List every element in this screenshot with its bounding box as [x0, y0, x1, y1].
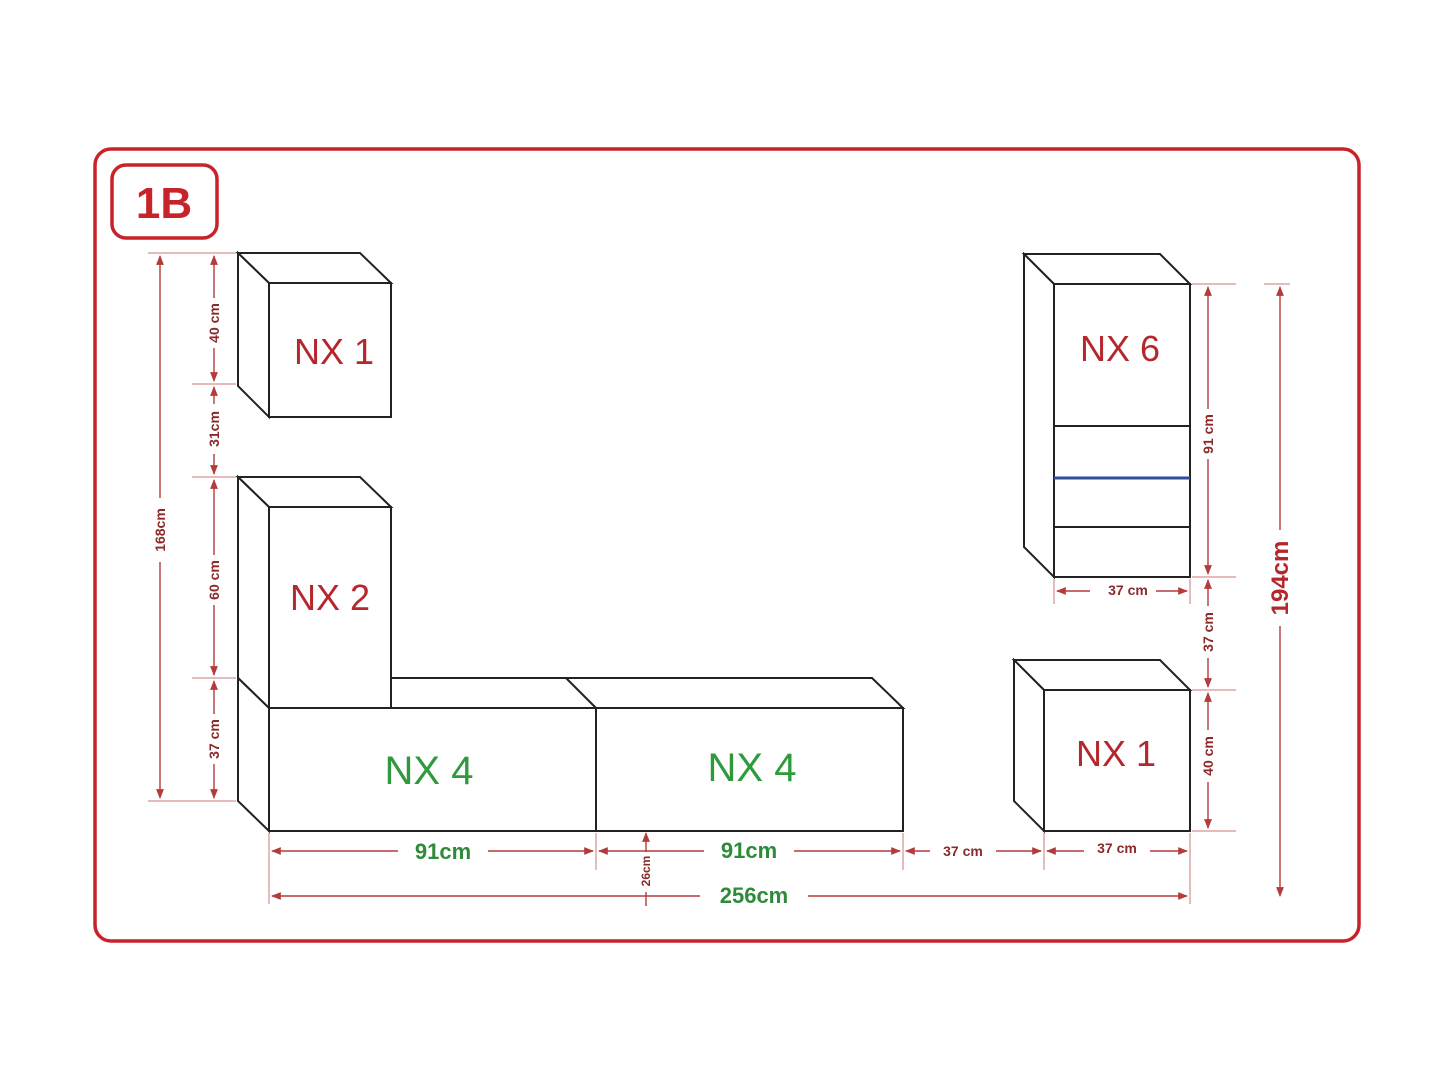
- cabinet-nx6: NX 6: [1021, 251, 1193, 580]
- dim-nx4-left-width: 91cm: [415, 839, 471, 864]
- dim-nx1-height: 40 cm: [206, 303, 222, 343]
- dim-left-total: 168cm: [152, 508, 168, 552]
- dim-gap-right-37: 37 cm: [1200, 612, 1216, 652]
- left-dimensions: 168cm 40 cm 31cm 60 cm 37 cm: [148, 252, 236, 802]
- dim-gap-37: 37 cm: [943, 843, 983, 859]
- dim-nx2-height: 60 cm: [206, 560, 222, 600]
- cabinet-nx1-right: NX 1: [1011, 657, 1193, 834]
- outer-frame: [93, 147, 1361, 943]
- label-nx1-top: NX 1: [294, 331, 374, 372]
- label-nx4-left: NX 4: [385, 749, 474, 793]
- dim-gap-31: 31cm: [206, 411, 222, 447]
- cabinet-nx4-pair: NX 4 NX 4: [237, 675, 906, 834]
- dim-nx1-right-width: 37 cm: [1097, 840, 1137, 856]
- layout-badge: 1B: [110, 163, 219, 240]
- right-dimensions: 91 cm 37 cm 40 cm 194cm: [1192, 283, 1294, 897]
- dim-nx4-height: 37 cm: [206, 719, 222, 759]
- dim-nx4-right-width: 91cm: [721, 838, 777, 863]
- label-nx4-right: NX 4: [708, 746, 797, 790]
- dim-nx6-height: 91 cm: [1200, 414, 1216, 454]
- label-nx6: NX 6: [1080, 328, 1160, 369]
- label-nx1-right: NX 1: [1076, 733, 1156, 774]
- dim-right-total: 194cm: [1267, 541, 1294, 616]
- label-nx2: NX 2: [290, 577, 370, 618]
- cabinet-nx1-top: NX 1: [235, 250, 394, 420]
- cabinet-nx2: NX 2: [235, 474, 394, 711]
- dim-depth: 26cm: [639, 856, 653, 887]
- dim-total-width: 256cm: [720, 883, 789, 908]
- nx6-width-dimension: 37 cm: [1053, 579, 1191, 604]
- badge-label: 1B: [136, 179, 192, 228]
- bottom-dimensions: 91cm 91cm 37 cm 37 cm 26cm 256cm: [268, 832, 1191, 910]
- dim-nx1-right-height: 40 cm: [1200, 736, 1216, 776]
- dim-nx6-width: 37 cm: [1108, 582, 1148, 598]
